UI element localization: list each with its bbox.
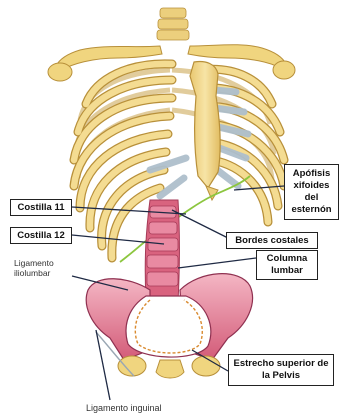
cervical-spine [157,8,189,40]
lumbar-spine [145,200,179,302]
label-columna-lumbar: Columna lumbar [256,250,318,280]
label-ligamento-inguinal: Ligamento inguinal [86,403,196,413]
label-bordes-costales: Bordes costales [226,232,318,249]
label-costilla-11: Costilla 11 [10,199,72,216]
label-estrecho-superior-pelvis: Estrecho superior de la Pelvis [228,354,334,386]
label-costilla-12: Costilla 12 [10,227,72,244]
sternum [190,62,220,201]
label-apofisis-xifoides: Apófisis xifoides del esternón [284,164,339,220]
label-ligamento-iliolumbar: Ligamento iliolumbar [14,258,76,278]
costal-border-line [120,176,250,262]
